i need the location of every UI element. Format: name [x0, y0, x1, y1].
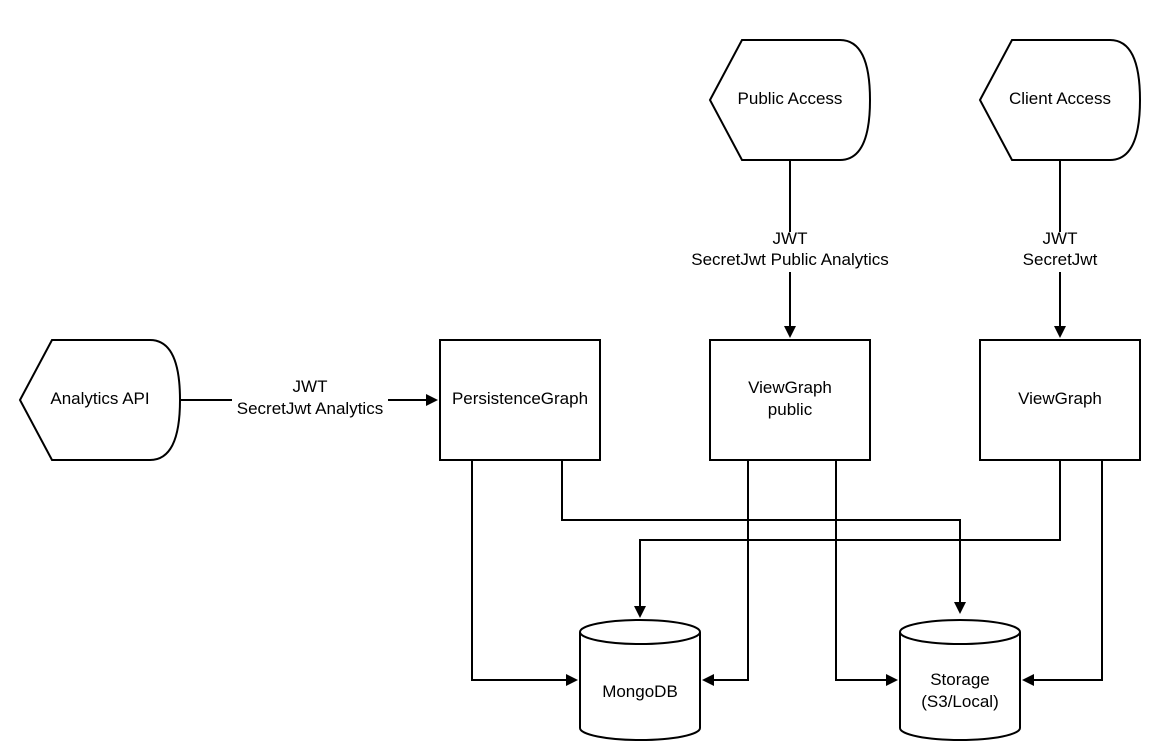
- public-access-node: Public Access: [708, 39, 872, 161]
- client-access-node: Client Access: [978, 39, 1142, 161]
- client-access-label: Client Access: [1009, 89, 1111, 108]
- edge-viewgraph-public-to-mongodb: [702, 460, 749, 686]
- edge-label-public-line1: JWT: [773, 229, 808, 248]
- viewgraph-node: ViewGraph: [979, 339, 1141, 461]
- edge-label-client-line2: SecretJwt: [1023, 250, 1098, 269]
- storage-label-line2: (S3/Local): [921, 692, 998, 711]
- storage-label-line1: Storage: [930, 670, 990, 689]
- edge-persistence-graph-to-storage: [561, 460, 966, 614]
- persistence-graph-node: PersistenceGraph: [439, 339, 601, 461]
- edge-label-client-line1: JWT: [1043, 229, 1078, 248]
- analytics-api-label: Analytics API: [50, 389, 149, 408]
- edge-label-analytics-line1: JWT: [293, 377, 328, 396]
- storage-node: Storage (S3/Local): [899, 619, 1021, 741]
- viewgraph-label: ViewGraph: [1018, 389, 1102, 408]
- edge-viewgraph-to-mongodb: [634, 460, 1061, 618]
- persistence-graph-label: PersistenceGraph: [452, 389, 588, 408]
- analytics-api-node: Analytics API: [18, 339, 182, 461]
- viewgraph-public-node: ViewGraph public: [709, 339, 871, 461]
- edge-persistence-graph-to-mongodb: [471, 460, 578, 686]
- viewgraph-public-label-line1: ViewGraph: [748, 378, 832, 397]
- mongodb-label: MongoDB: [602, 682, 678, 701]
- edge-label-public-line2: SecretJwt Public Analytics: [691, 250, 888, 269]
- viewgraph-public-label-line2: public: [768, 400, 813, 419]
- edge-label-analytics-line2: SecretJwt Analytics: [237, 399, 383, 418]
- public-access-label: Public Access: [738, 89, 843, 108]
- edge-viewgraph-public-to-storage: [835, 460, 898, 686]
- edge-viewgraph-to-storage: [1022, 460, 1103, 686]
- mongodb-node: MongoDB: [579, 619, 701, 741]
